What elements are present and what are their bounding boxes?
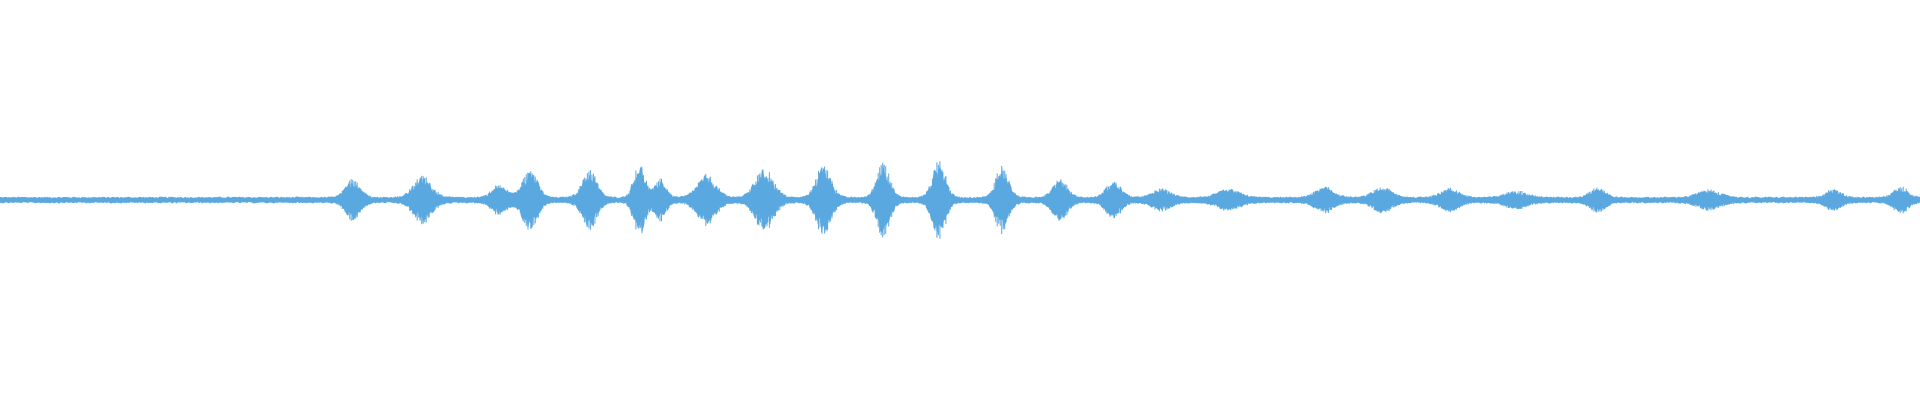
waveform-burst	[474, 181, 524, 219]
waveform-burst	[641, 173, 679, 227]
waveform-bursts	[0, 161, 1920, 239]
waveform-burst	[1351, 187, 1413, 213]
waveform-burst	[504, 171, 554, 229]
waveform-burst	[1293, 186, 1355, 214]
waveform-burst	[732, 172, 794, 228]
waveform-burst	[675, 173, 737, 227]
waveform-burst	[1034, 182, 1084, 218]
waveform-burst	[861, 162, 905, 238]
waveform-burst	[328, 179, 378, 221]
waveform-burst	[980, 165, 1024, 235]
waveform-burst	[1671, 189, 1746, 211]
waveform-burst	[564, 170, 614, 230]
waveform-burst	[916, 161, 960, 239]
waveform-burst	[1479, 191, 1554, 209]
waveform-burst	[1191, 189, 1266, 211]
waveform-burst	[1418, 187, 1480, 213]
waveform-shape	[0, 165, 1920, 236]
waveform-burst	[1875, 186, 1920, 214]
waveform-burst	[391, 175, 453, 225]
waveform-burst	[798, 166, 848, 234]
waveform-burst	[1088, 181, 1138, 219]
waveform-burst	[1572, 187, 1622, 213]
waveform-burst	[1808, 189, 1858, 211]
waveform-burst	[1130, 188, 1192, 212]
